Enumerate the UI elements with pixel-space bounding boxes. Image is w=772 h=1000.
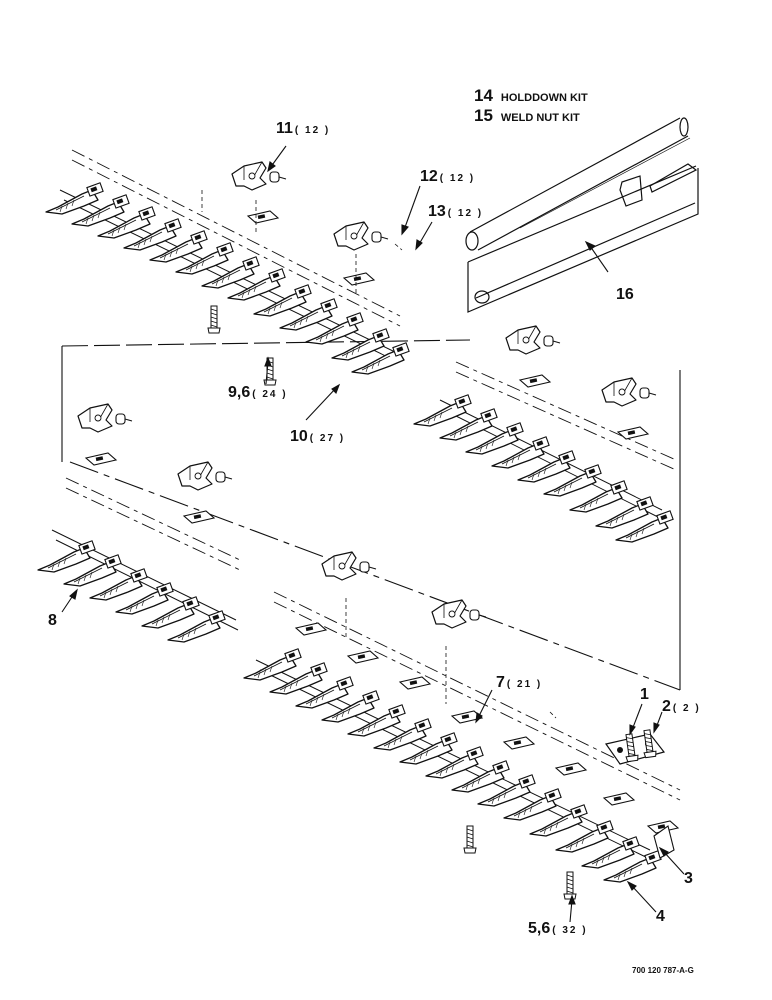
- callout-9-6: 9,6( 24 ): [228, 384, 288, 402]
- callout-label: 1: [640, 686, 649, 703]
- callout-10: 10( 27 ): [290, 428, 345, 446]
- cutterbar-section-left: [37, 403, 241, 643]
- callout-label: 5,6: [528, 920, 551, 937]
- kit-item-15: 15 WELD NUT KIT: [474, 106, 580, 126]
- callout-label: 4: [656, 908, 665, 925]
- section-boundary: [61, 339, 681, 691]
- callout-label: 12: [420, 168, 438, 185]
- callout-label: 10: [290, 428, 308, 445]
- callout-4: 4: [656, 908, 667, 926]
- callout-label: 9,6: [228, 384, 251, 401]
- callout-qty: ( 24 ): [252, 389, 288, 400]
- callout-1: 1: [640, 686, 651, 704]
- callout-13: 13( 12 ): [428, 203, 483, 221]
- kit-number: 15: [474, 106, 493, 125]
- callout-8: 8: [48, 612, 59, 630]
- cutterbar-section-bottom: [243, 551, 681, 900]
- callout-2: 2( 2 ): [662, 698, 701, 716]
- callout-3: 3: [684, 870, 695, 888]
- kit-item-14: 14 HOLDDOWN KIT: [474, 86, 588, 106]
- kit-text: HOLDDOWN KIT: [500, 92, 588, 104]
- cutterbar-section-right: [413, 325, 677, 543]
- holddown-bar: [465, 117, 691, 251]
- callout-qty: ( 21 ): [506, 679, 543, 690]
- callout-label: 2: [662, 698, 671, 715]
- callout-16: 16: [616, 286, 636, 304]
- callout-label: 8: [48, 612, 57, 629]
- callout-7: 7( 21 ): [496, 674, 542, 692]
- cutterbar-section-top: [45, 149, 410, 386]
- callout-5-6: 5,6( 32 ): [528, 920, 588, 938]
- callout-label: 7: [496, 674, 505, 691]
- callout-12: 12( 12 ): [420, 168, 475, 186]
- weld-nut-bar: [467, 163, 699, 313]
- callout-label: 11: [276, 120, 293, 137]
- leader-lines: [61, 145, 685, 923]
- callout-label: 3: [684, 870, 693, 887]
- callout-label: 13: [428, 203, 446, 220]
- callout-qty: ( 2 ): [672, 703, 701, 714]
- drawing-number: 700 120 787-A-G: [632, 966, 694, 975]
- callout-qty: ( 27 ): [309, 433, 346, 444]
- callout-qty: ( 12 ): [447, 208, 484, 219]
- callout-qty: ( 12 ): [294, 125, 331, 136]
- kit-number: 14: [474, 86, 493, 105]
- callout-qty: ( 32 ): [552, 925, 588, 936]
- kit-text: WELD NUT KIT: [500, 112, 580, 124]
- callout-qty: ( 12 ): [439, 173, 476, 184]
- callout-11: 11( 12 ): [276, 120, 330, 138]
- callout-label: 16: [616, 286, 634, 303]
